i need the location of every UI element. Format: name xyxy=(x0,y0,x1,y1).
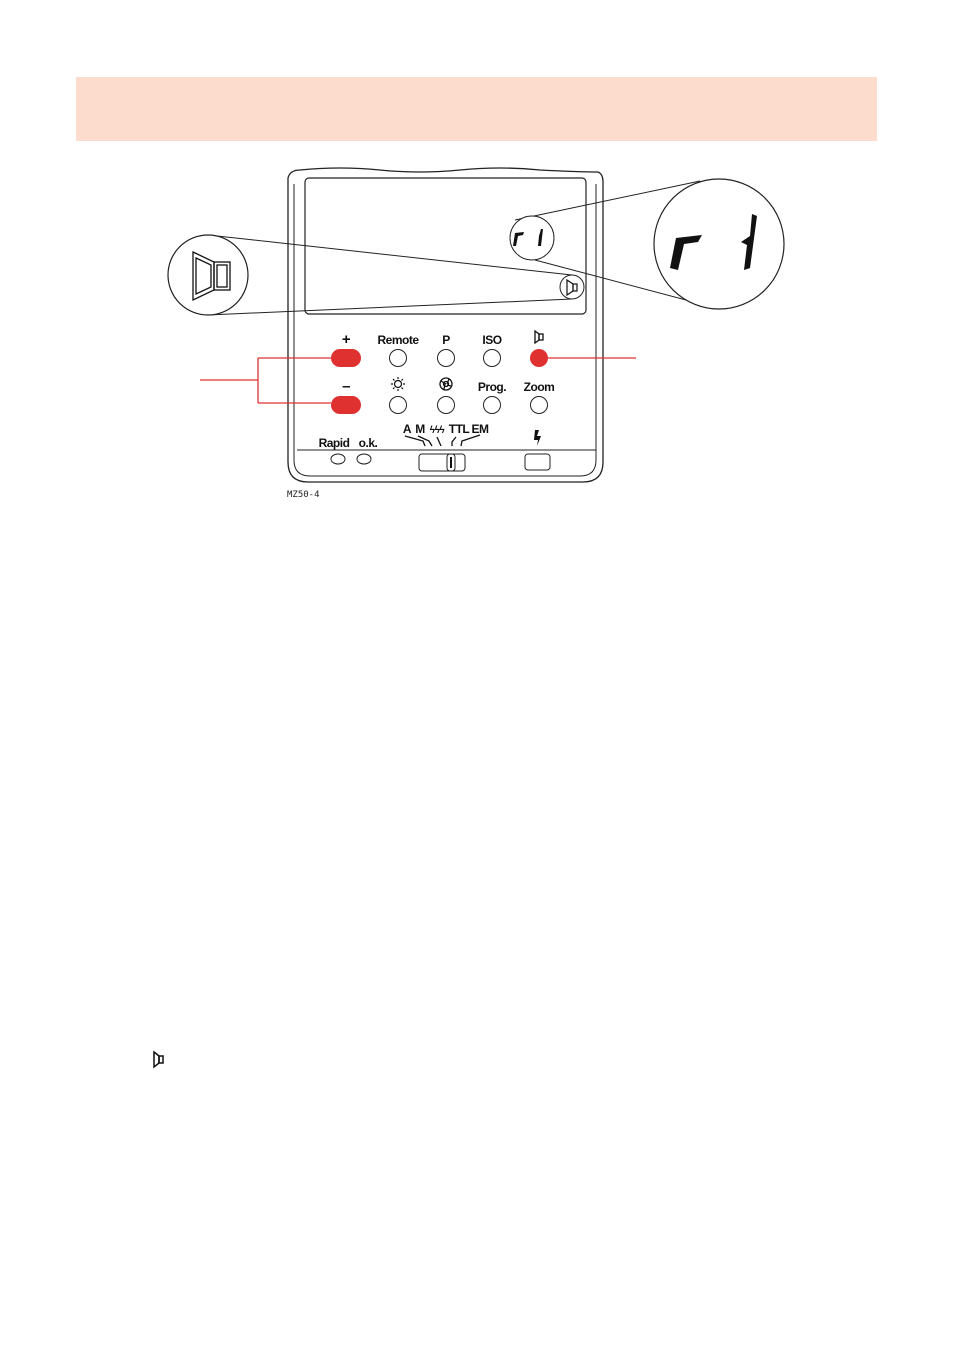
header-band xyxy=(76,77,877,141)
plus-button[interactable] xyxy=(331,349,361,367)
brightness-button[interactable] xyxy=(389,396,407,414)
zoom-label: Zoom xyxy=(524,380,555,394)
prog-label: Prog. xyxy=(478,380,506,394)
plus-label: + xyxy=(342,331,351,348)
footnote-speaker-icon xyxy=(153,1050,164,1069)
rapid-indicator xyxy=(330,453,346,465)
lcd-speaker-indicator xyxy=(559,274,585,300)
aperture-icon xyxy=(439,377,453,391)
iso-label: ISO xyxy=(482,333,501,347)
aperture-button[interactable] xyxy=(437,396,455,414)
lcd-r1-segments-small xyxy=(513,229,543,246)
speaker-icon xyxy=(534,329,544,345)
minus-button[interactable] xyxy=(331,396,361,414)
remote-label: Remote xyxy=(377,333,419,347)
iso-button[interactable] xyxy=(483,349,501,367)
mode-em-label: EM xyxy=(472,422,490,436)
readout-magnifier xyxy=(653,178,785,310)
lcd-r1-indicator xyxy=(509,215,555,261)
zoom-button[interactable] xyxy=(530,396,548,414)
flash-ready-icon xyxy=(534,430,541,446)
mode-stroboscopic-label: ϟϟϟ xyxy=(430,425,446,436)
test-flash-button[interactable] xyxy=(524,453,551,471)
ok-label: o.k. xyxy=(359,436,378,450)
ok-indicator xyxy=(356,453,372,465)
lcd-r1-segments-large xyxy=(670,214,757,270)
magnifier-lines xyxy=(207,180,721,316)
mode-a-label: A xyxy=(403,422,412,436)
p-label: P xyxy=(442,333,450,347)
remote-button[interactable] xyxy=(389,349,407,367)
mode-pointer-lines xyxy=(404,434,481,447)
speaker-button[interactable] xyxy=(530,349,548,367)
mode-ttl-label: TTL xyxy=(449,422,470,436)
p-button[interactable] xyxy=(437,349,455,367)
mode-m-label: M xyxy=(415,422,425,436)
minus-label: – xyxy=(342,378,350,395)
figure-caption: MZ50-4 xyxy=(287,490,320,500)
speaker-icon xyxy=(566,278,578,297)
prog-button[interactable] xyxy=(483,396,501,414)
mode-switch-track[interactable] xyxy=(418,453,466,472)
panel-inner-outline xyxy=(293,184,597,477)
rapid-label: Rapid xyxy=(319,436,350,450)
speaker-icon-large xyxy=(192,250,231,302)
sun-icon xyxy=(391,377,405,391)
plus-minus-callout xyxy=(200,357,331,404)
speaker-magnifier xyxy=(167,234,249,316)
